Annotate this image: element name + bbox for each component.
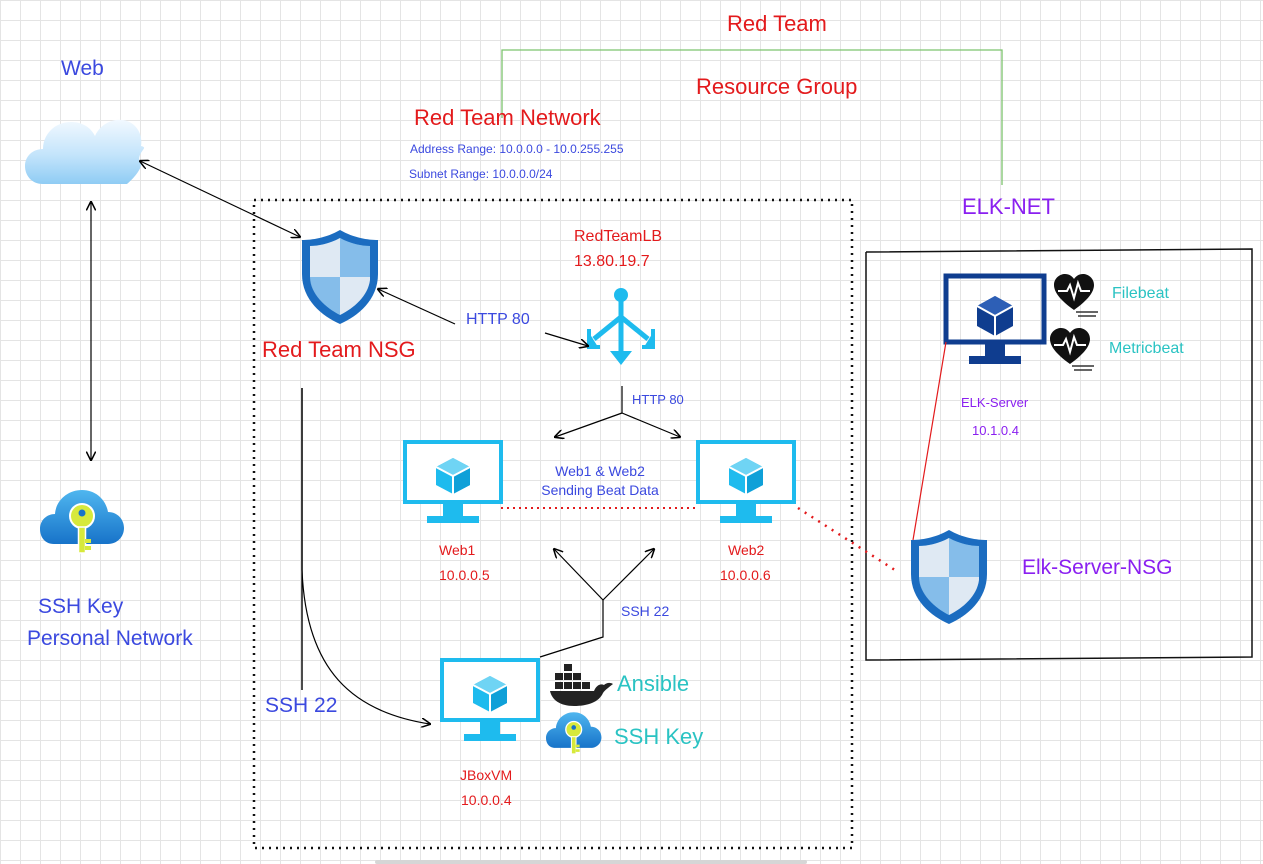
resource-group-label: Resource Group [696, 74, 858, 99]
load-balancer-icon [587, 288, 655, 365]
jboxvm-ip-label: 10.0.0.4 [461, 792, 512, 808]
ssh22-jump-label: SSH 22 [621, 603, 670, 619]
web1-vm-icon [403, 440, 503, 525]
jbox-ssh-key-label: SSH Key [614, 724, 704, 749]
http80-nsg-label: HTTP 80 [466, 311, 530, 328]
web2-vm-icon [696, 440, 796, 525]
ssh22-nsg-label: SSH 22 [265, 694, 338, 717]
beat-data-line2: Sending Beat Data [541, 482, 659, 498]
web2-ip-label: 10.0.0.6 [720, 567, 771, 583]
elk-server-label: ELK-Server [961, 395, 1029, 410]
web1-ip-label: 10.0.0.5 [439, 567, 490, 583]
web2-label: Web2 [728, 542, 765, 558]
jbox-to-web1 [554, 549, 604, 601]
elk-server-nsg-shield-icon [911, 530, 987, 624]
metricbeat-label: Metricbeat [1109, 340, 1184, 357]
elk-server-ip-label: 10.1.0.4 [972, 423, 1019, 438]
lb-to-web2 [621, 412, 680, 437]
lb-to-web1 [555, 412, 623, 437]
web-nsg-connector [140, 161, 300, 237]
web2-elknsg-beat-line [797, 506, 899, 574]
lb-ip-label: 13.80.19.7 [574, 253, 650, 270]
address-range-label: Address Range: 10.0.0.0 - 10.0.255.255 [410, 142, 624, 156]
jboxvm-vm-icon [440, 658, 540, 743]
filebeat-label: Filebeat [1112, 285, 1169, 302]
jbox-ssh-key-icon [545, 711, 603, 755]
beat-data-line1: Web1 & Web2 [555, 463, 645, 479]
jboxvm-label: JBoxVM [460, 767, 513, 783]
nsg-to-jbox-connector [301, 388, 430, 724]
red-team-label: Red Team [727, 11, 827, 36]
elknsg-elkserver-line [912, 341, 947, 541]
ansible-label: Ansible [617, 671, 690, 696]
docker-whale-icon [550, 664, 613, 706]
nsg-lb-connector-a [378, 289, 456, 325]
elk-net-label: ELK-NET [962, 194, 1055, 219]
elk-server-nsg-label: Elk-Server-NSG [1022, 556, 1173, 579]
web1-label: Web1 [439, 542, 476, 558]
metricbeat-heart-icon [1049, 327, 1095, 371]
personal-network-label: Personal Network [27, 627, 193, 650]
jbox-ssh-path [539, 600, 604, 658]
ssh-key-label: SSH Key [38, 595, 124, 618]
ssh-key-vault-icon [39, 489, 125, 554]
red-team-nsg-label: Red Team NSG [262, 337, 416, 362]
web-label: Web [61, 57, 104, 80]
http80-lb-label: HTTP 80 [632, 392, 684, 407]
web-cloud-icon [25, 119, 145, 184]
red-team-nsg-shield-icon [302, 230, 378, 324]
horizontal-scrollbar[interactable] [375, 860, 807, 864]
jbox-to-web2 [602, 549, 654, 601]
elk-server-vm-icon [946, 276, 1044, 364]
subnet-range-label: Subnet Range: 10.0.0.0/24 [409, 167, 553, 181]
resource-group-bracket [501, 49, 1003, 185]
nsg-lb-connector-b [544, 332, 588, 346]
red-team-network-label: Red Team Network [414, 105, 601, 130]
filebeat-heart-icon [1053, 273, 1099, 317]
lb-name-label: RedTeamLB [574, 228, 663, 245]
elk-net-boundary [865, 248, 1253, 661]
